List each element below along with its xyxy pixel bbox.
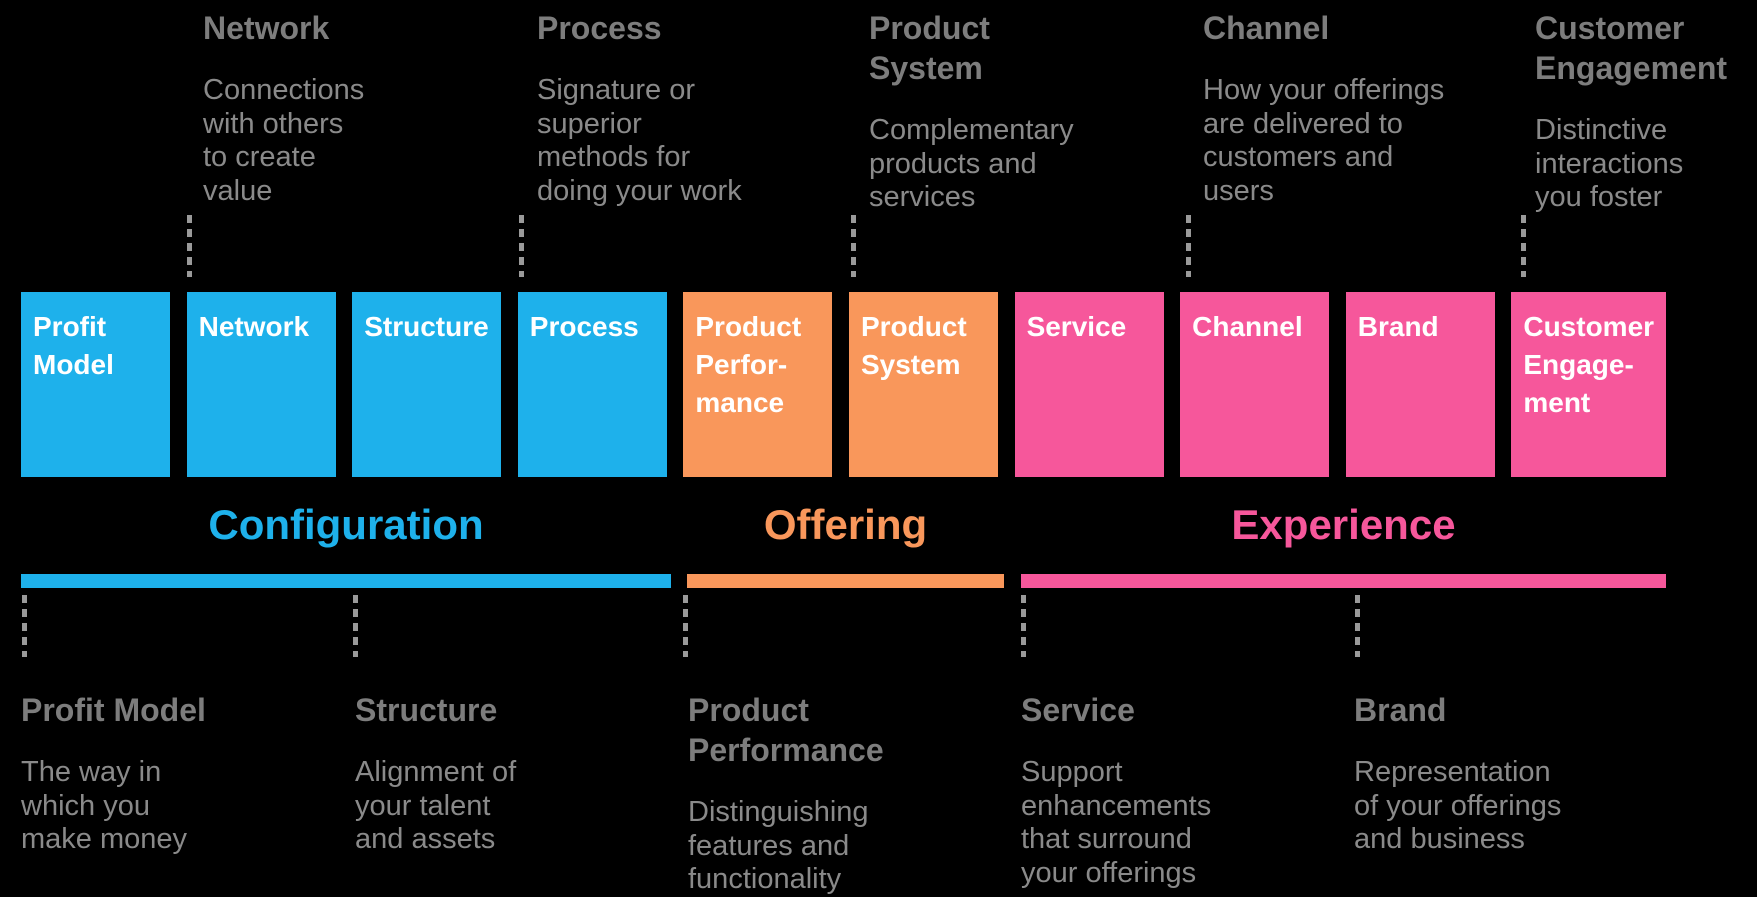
box-channel: Channel — [1180, 292, 1330, 477]
bottom-annotation-service: Service Support enhancements that surrou… — [1021, 690, 1341, 890]
dashed-connector-product-performance — [683, 595, 688, 657]
dashed-connector-structure — [353, 595, 358, 657]
annotation-title: Network — [203, 10, 330, 46]
top-annotation-channel: Channel How your offerings are delivered… — [1203, 8, 1523, 208]
annotation-title: Product System — [869, 10, 990, 86]
annotation-description: How your offerings are delivered to cust… — [1203, 74, 1445, 207]
bottom-annotation-product-performance: Product Performance Distinguishing featu… — [688, 690, 1008, 897]
annotation-title: Process — [537, 10, 662, 46]
annotation-description: Distinguishing features and functionalit… — [688, 796, 869, 895]
bottom-annotation-structure: Structure Alignment of your talent and a… — [355, 690, 675, 857]
annotation-title: Service — [1021, 692, 1135, 728]
annotation-title: Product Performance — [688, 692, 884, 768]
box-profit-model: Profit Model — [21, 292, 170, 477]
top-annotation-product-system: Product System Complementary products an… — [869, 8, 1189, 215]
category-bar-configuration — [21, 574, 671, 588]
top-annotation-process: Process Signature or superior methods fo… — [537, 8, 857, 208]
innovation-type-boxes: Profit Model Network Structure Process P… — [21, 292, 1667, 477]
category-bar-experience — [1021, 574, 1666, 588]
dashed-connector-process — [519, 215, 524, 277]
top-annotation-customer-engagement: Customer Engagement Distinctive interact… — [1535, 8, 1757, 215]
category-label-offering: Offering — [763, 501, 928, 548]
annotation-description: The way in which you make money — [21, 756, 188, 855]
dashed-connector-product-system — [851, 215, 856, 277]
category-label-configuration: Configuration — [208, 501, 484, 548]
annotation-description: Signature or superior methods for doing … — [537, 74, 742, 207]
box-customer-engagement: Customer Engage- ment — [1511, 292, 1667, 477]
annotation-description: Representation of your offerings and bus… — [1354, 756, 1562, 855]
box-structure: Structure — [352, 292, 502, 477]
bottom-annotation-profit-model: Profit Model The way in which you make m… — [21, 690, 341, 857]
annotation-description: Alignment of your talent and assets — [355, 756, 517, 855]
annotation-description: Complementary products and services — [869, 114, 1074, 213]
bottom-annotation-brand: Brand Representation of your offerings a… — [1354, 690, 1674, 857]
box-brand: Brand — [1345, 292, 1495, 477]
box-network: Network — [186, 292, 336, 477]
dashed-connector-network — [187, 215, 192, 277]
box-product-performance: Product Perfor- mance — [683, 292, 833, 477]
dashed-connector-service — [1021, 595, 1026, 657]
category-bar-offering — [687, 574, 1004, 588]
annotation-title: Structure — [355, 692, 498, 728]
annotation-title: Profit Model — [21, 692, 206, 728]
annotation-title: Brand — [1354, 692, 1447, 728]
dashed-connector-profit-model — [22, 595, 27, 657]
box-product-system: Product System — [848, 292, 998, 477]
annotation-description: Connections with others to create value — [203, 74, 365, 207]
dashed-connector-brand — [1355, 595, 1360, 657]
annotation-title: Channel — [1203, 10, 1330, 46]
top-annotation-network: Network Connections with others to creat… — [203, 8, 523, 208]
box-service: Service — [1014, 292, 1164, 477]
category-label-experience: Experience — [1231, 501, 1456, 548]
dashed-connector-channel — [1186, 215, 1191, 277]
box-process: Process — [517, 292, 667, 477]
annotation-description: Support enhancements that surround your … — [1021, 756, 1212, 889]
annotation-title: Customer Engagement — [1535, 10, 1728, 86]
annotation-description: Distinctive interactions you foster — [1535, 114, 1684, 213]
dashed-connector-customer-engagement — [1521, 215, 1526, 277]
